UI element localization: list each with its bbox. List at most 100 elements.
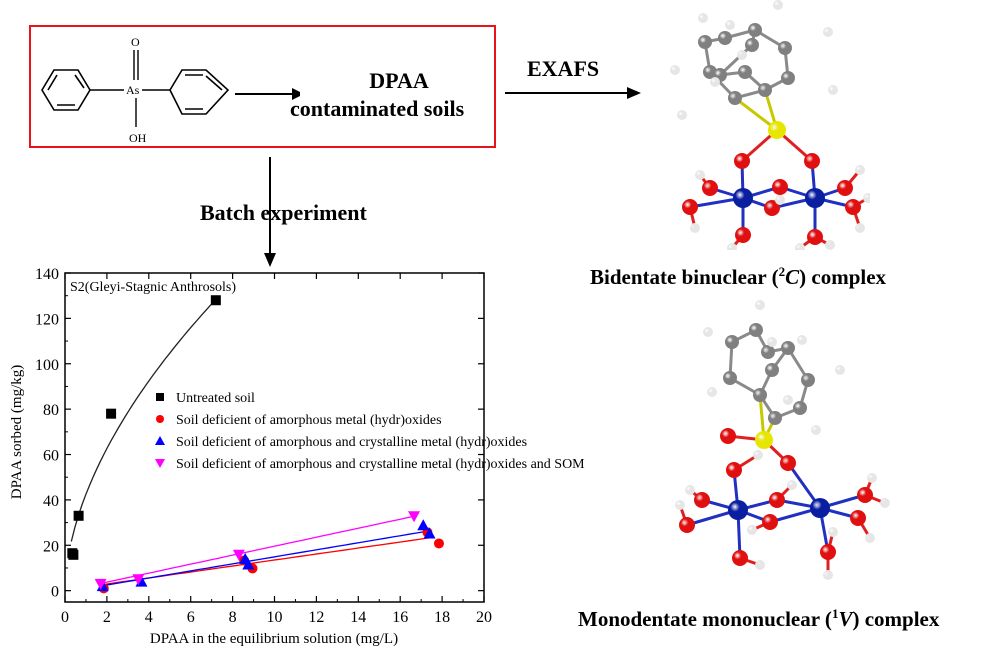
metal-atom <box>728 500 748 520</box>
hydrogen-atom <box>880 498 890 508</box>
hydrogen-atom <box>828 527 838 537</box>
legend-label: Soil deficient of amorphous metal (hydr)… <box>176 413 442 428</box>
hydrogen-atom <box>707 387 717 397</box>
data-point <box>242 558 255 570</box>
oxygen-atom <box>762 514 778 530</box>
bonds <box>688 28 869 250</box>
hydrogen-atom <box>753 450 763 460</box>
hydrogen-atom <box>797 335 807 345</box>
hydrogen-atom <box>823 27 833 37</box>
oxygen-atom <box>772 179 788 195</box>
hydrogen-atom <box>867 473 877 483</box>
contaminated-soils-label: contaminated soils <box>290 96 465 121</box>
bond <box>718 43 754 77</box>
oxygen-atom <box>769 492 785 508</box>
batch-arrow <box>264 157 276 267</box>
data-point <box>94 578 107 590</box>
arsenic-atom <box>768 121 786 139</box>
oxygen-atom <box>682 199 698 215</box>
y-tick-label: 20 <box>43 538 59 555</box>
x-tick-label: 14 <box>350 609 366 626</box>
dpaa-label: DPAA <box>369 68 429 93</box>
hydrogen-atom <box>677 110 687 120</box>
hydrogen-atom <box>795 243 805 250</box>
metal-atom <box>733 188 753 208</box>
carbon-atom <box>718 31 732 45</box>
hydrogen-atom <box>698 13 708 23</box>
chart-points <box>67 295 444 594</box>
data-point <box>433 538 444 549</box>
y-tick-label: 120 <box>35 311 59 328</box>
oxygen-atom <box>780 455 796 471</box>
x-tick-label: 10 <box>267 609 283 626</box>
hydrogen-atom <box>811 425 821 435</box>
exafs-arrow-head <box>627 87 641 99</box>
bidentate-caption-prefix: Bidentate binuclear ( <box>590 265 779 289</box>
batch-experiment-text: Batch experiment <box>200 200 367 225</box>
x-tick-label: 6 <box>187 609 195 626</box>
fit-line <box>102 530 426 587</box>
carbon-atom <box>801 373 815 387</box>
monodentate-caption-prefix: Monodentate mononuclear ( <box>578 607 832 631</box>
atom-as: As <box>126 83 140 97</box>
hydrogen-atom <box>755 560 765 570</box>
carbon-atom <box>728 91 742 105</box>
hydrogen-atom <box>787 480 797 490</box>
carbon-atom <box>748 23 762 37</box>
hydrogen-atom <box>695 170 705 180</box>
legend-marker <box>155 436 165 445</box>
oxygen-atom <box>732 550 748 566</box>
atom-oh: OH <box>129 131 147 145</box>
data-point <box>417 519 430 531</box>
chart-title: S2(Gleyi-Stagnic Anthrosols) <box>70 280 236 295</box>
oxygen-atom <box>807 229 823 245</box>
hydrogen-atom <box>725 20 735 30</box>
y-tick-label: 80 <box>43 402 59 419</box>
bidentate-caption-suffix: ) complex <box>799 265 887 289</box>
y-tick-label: 60 <box>43 448 59 465</box>
fit-line <box>70 298 217 542</box>
carbon-atom <box>723 371 737 385</box>
data-point <box>210 295 221 306</box>
hydrogen-atom <box>767 337 777 347</box>
hydrogen-atom <box>783 395 793 405</box>
oxygen-atom <box>820 544 836 560</box>
fit-line <box>100 515 416 585</box>
hydrogen-atom <box>747 525 757 535</box>
carbon-atom <box>745 38 759 52</box>
bidentate-caption: Bidentate binuclear (2C) complex <box>590 264 886 290</box>
oxygen-atom <box>804 153 820 169</box>
data-point <box>106 408 117 419</box>
bidentate-caption-sup: 2 <box>778 264 786 279</box>
monodentate-caption: Monodentate mononuclear (1V) complex <box>578 606 939 632</box>
hydrogen-atom <box>710 77 720 87</box>
monodentate-caption-italic: V <box>838 607 853 631</box>
carbon-atom <box>758 83 772 97</box>
carbon-atom <box>778 41 792 55</box>
exafs-label: EXAFS <box>527 56 600 81</box>
oxygen-atom <box>679 517 695 533</box>
y-axis-label: DPAA sorbed (mg/kg) <box>9 365 25 499</box>
hydrogen-atom <box>727 243 737 250</box>
x-tick-label: 20 <box>476 609 492 626</box>
dpaa-structure: As O OH <box>41 35 300 145</box>
arrow-to-soils-head <box>292 88 300 100</box>
oxygen-atom <box>694 492 710 508</box>
bidentate-binuclear-model <box>670 0 870 250</box>
x-axis-label: DPAA in the equilibrium solution (mg/L) <box>150 631 398 647</box>
legend-label: Soil deficient of amorphous and crystall… <box>176 457 585 472</box>
hydrogen-atom <box>825 240 835 250</box>
oxygen-atom <box>735 227 751 243</box>
x-tick-label: 2 <box>103 609 111 626</box>
x-tick-label: 12 <box>308 609 324 626</box>
legend-marker <box>155 459 165 468</box>
x-tick-label: 0 <box>61 609 69 626</box>
data-point <box>73 510 84 521</box>
y-tick-label: 140 <box>35 266 59 283</box>
carbon-atom <box>738 65 752 79</box>
data-point <box>232 549 245 561</box>
left-phenyl-ring <box>41 69 91 111</box>
